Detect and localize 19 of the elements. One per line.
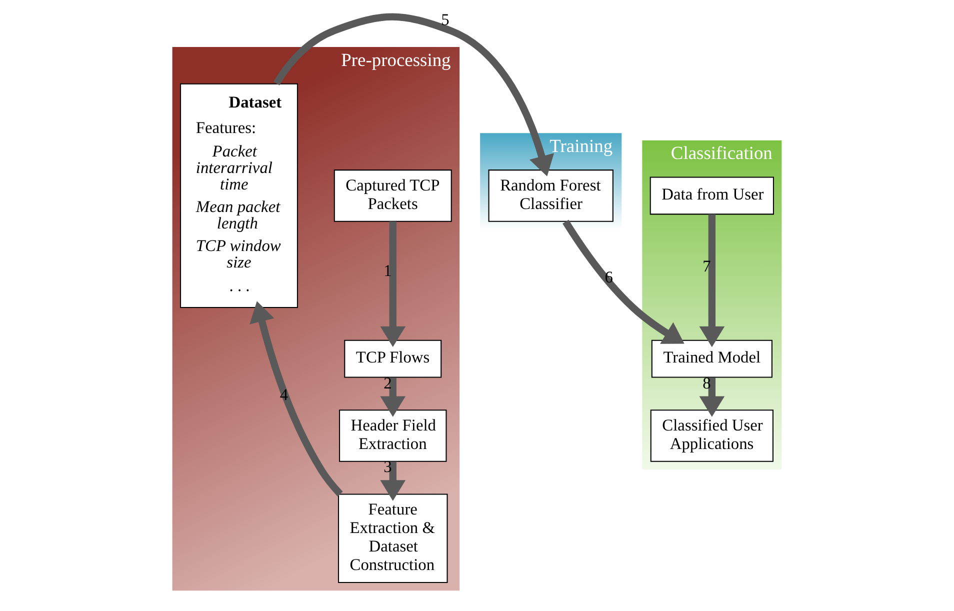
arrow (250, 301, 343, 496)
arrow (380, 222, 406, 348)
arrow (699, 378, 725, 417)
node-box: Feature Extraction & Dataset Construction (338, 494, 448, 583)
node-box: Classified User Applications (650, 410, 774, 462)
node-box: Data from User (650, 176, 774, 215)
node-box: Dataset Features: Packet interarrival time Mean packet length TCP window size . . . (180, 83, 298, 308)
arrow (380, 462, 406, 501)
node-box: Captured TCP Packets (334, 170, 452, 222)
arrow (380, 378, 406, 417)
node-box: TCP Flows (344, 340, 442, 378)
node-box: Random Forest Classifier (488, 170, 614, 222)
arrow (562, 220, 684, 344)
edge-label: 5 (441, 10, 450, 30)
arrow (699, 214, 725, 348)
arrow (273, 13, 554, 176)
node-box: Trained Model (651, 340, 772, 378)
edge-label: 1 (384, 260, 392, 280)
node-box: Header Field Extraction (339, 410, 447, 462)
